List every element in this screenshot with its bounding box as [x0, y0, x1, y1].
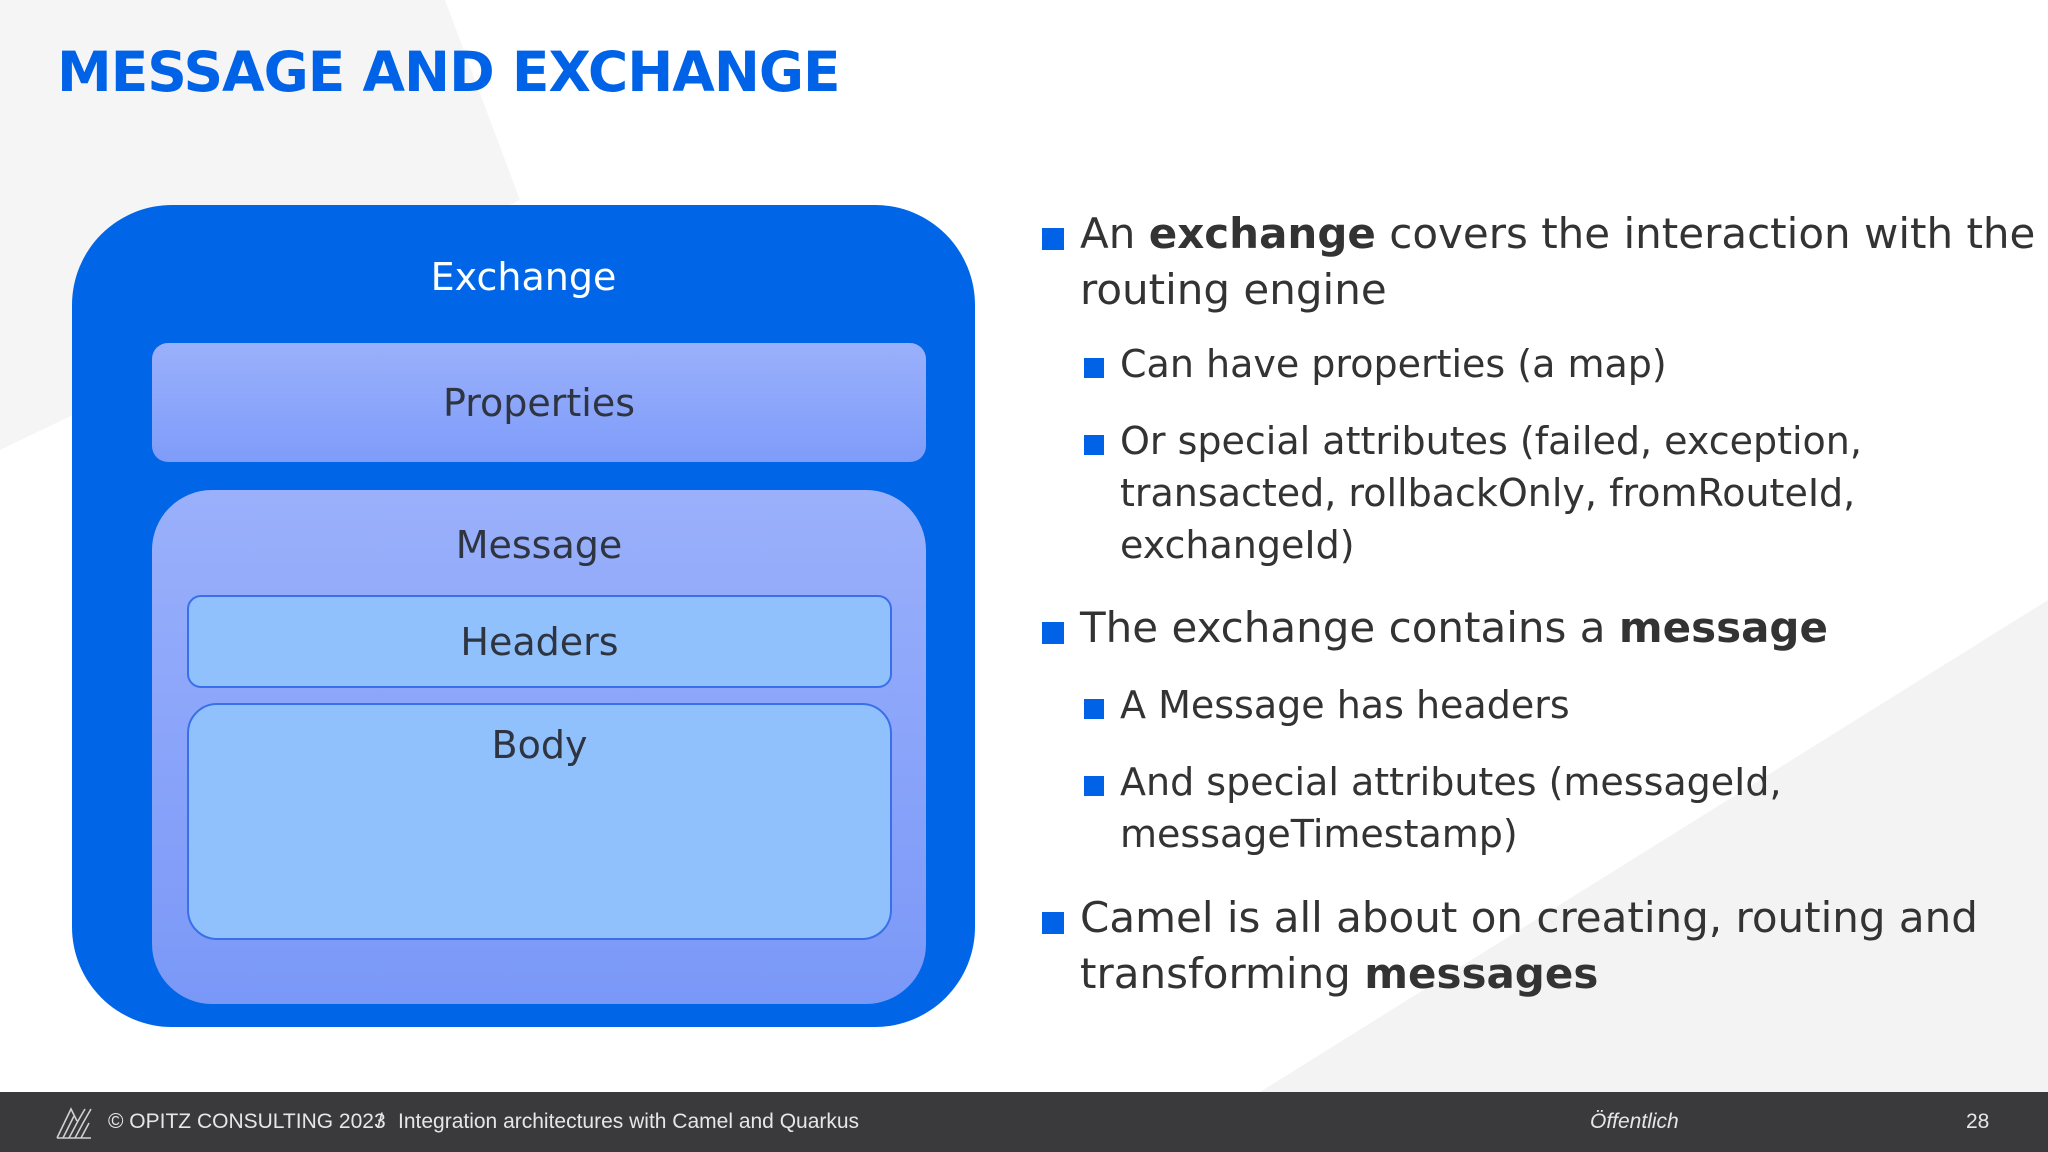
bullet-line: Camel is all about on creating, routing … [1080, 893, 1978, 942]
body-label: Body [491, 723, 588, 767]
bullet-line: transforming messages [1080, 949, 1599, 998]
message-box: Message Headers Body [152, 490, 926, 1004]
footer-bar: © OPITZ CONSULTING 2023 / Integration ar… [0, 1092, 2048, 1152]
bullet-line: exchangeId) [1120, 523, 1355, 567]
bullet-line: Can have properties (a map) [1120, 342, 1667, 386]
bullet-message: The exchange contains a message [1042, 600, 1828, 656]
bullet-line: A Message has headers [1120, 683, 1570, 727]
bullet-line: Or special attributes (failed, exception… [1120, 419, 1862, 463]
bullet-line: The exchange contains a message [1080, 603, 1828, 652]
footer-copyright: © OPITZ CONSULTING 2023 [108, 1110, 386, 1133]
bullet-line: An exchange covers the interaction with … [1080, 209, 2036, 258]
bullet-marker [1042, 912, 1064, 934]
properties-label: Properties [442, 380, 636, 425]
bullet-marker [1084, 699, 1104, 719]
bullet-line: And special attributes (messageId, [1120, 760, 1782, 804]
bullet-line: routing engine [1080, 265, 1387, 314]
bullet-special-attributes: Or special attributes (failed, exception… [1084, 415, 1862, 571]
headers-label: Headers [460, 619, 619, 664]
bullet-marker [1084, 358, 1104, 378]
bullet-message-attributes: And special attributes (messageId, messa… [1084, 756, 1782, 860]
bullet-exchange: An exchange covers the interaction with … [1042, 206, 2036, 318]
bullet-marker [1084, 776, 1104, 796]
bullet-camel: Camel is all about on creating, routing … [1042, 890, 1978, 1002]
exchange-box: Exchange Properties Message Headers Body [72, 205, 975, 1027]
headers-box: Headers [187, 595, 892, 688]
bullet-properties: Can have properties (a map) [1084, 338, 1667, 390]
footer-separator: / [377, 1110, 383, 1133]
bullet-line: messageTimestamp) [1120, 812, 1518, 856]
properties-box: Properties [152, 343, 926, 462]
exchange-label: Exchange [430, 255, 617, 299]
bullet-line: transacted, rollbackOnly, fromRouteId, [1120, 471, 1856, 515]
page-number: 28 [1966, 1110, 1990, 1133]
bullet-marker [1042, 228, 1064, 250]
bullet-marker [1084, 435, 1104, 455]
bullet-marker [1042, 622, 1064, 644]
footer-topic: Integration architectures with Camel and… [398, 1110, 860, 1133]
company-logo-icon [56, 1107, 92, 1139]
bullet-headers: A Message has headers [1084, 679, 1570, 731]
slide-title: MESSAGE AND EXCHANGE [57, 40, 841, 104]
footer-classification: Öffentlich [1590, 1110, 1679, 1133]
body-box: Body [187, 703, 892, 940]
message-label: Message [455, 523, 623, 567]
